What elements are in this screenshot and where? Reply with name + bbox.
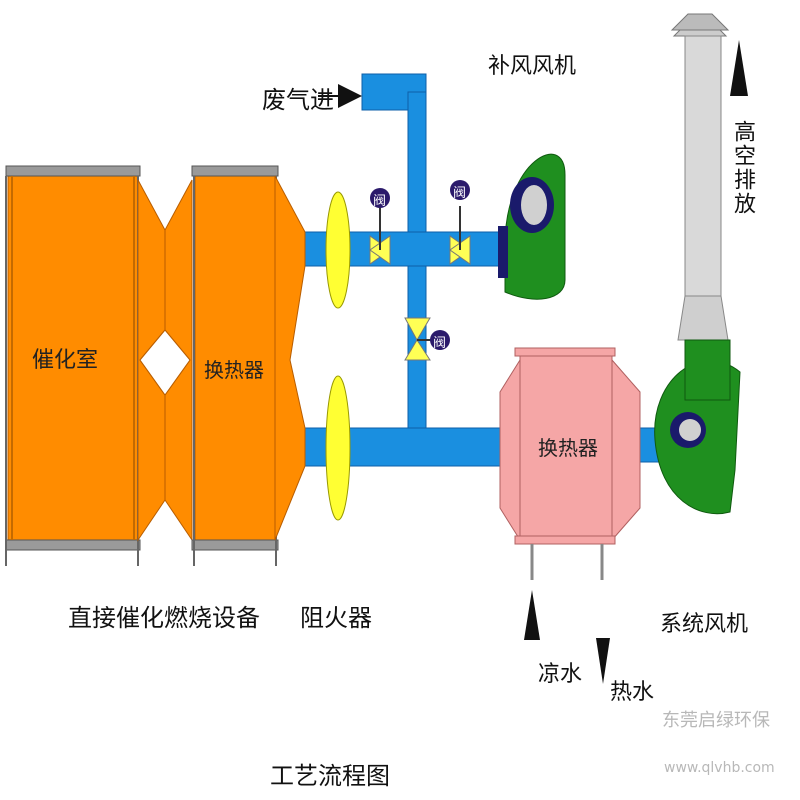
flame-arrester-label: 阻火器 xyxy=(300,604,372,632)
heat-exchanger-right-label: 换热器 xyxy=(538,436,598,460)
catalytic-chamber xyxy=(5,165,141,566)
transition-section xyxy=(137,179,193,542)
high-altitude-label: 高空排放 xyxy=(730,120,755,216)
process-title: 工艺流程图 xyxy=(270,762,390,790)
valve-vertical-glyph: 阀 xyxy=(433,336,447,351)
system-fan xyxy=(654,339,741,515)
flame-arrester-upper xyxy=(325,191,351,309)
flame-arresters xyxy=(325,191,351,521)
system-fan-label: 系统风机 xyxy=(660,612,749,637)
heat-exchanger-left xyxy=(191,165,306,566)
catalytic-chamber-label: 催化室 xyxy=(32,348,99,373)
makeup-fan-label: 补风风机 xyxy=(488,54,577,79)
hot-water-arrow xyxy=(596,638,610,684)
exhaust-inlet-label: 废气进 xyxy=(262,86,334,114)
valve-right-glyph: 阀 xyxy=(453,186,467,201)
exhaust-stack xyxy=(670,13,730,341)
inlet-arrow xyxy=(338,84,362,108)
valve-right[interactable] xyxy=(449,180,471,265)
heat-exchanger-right xyxy=(499,347,641,580)
cold-water-label: 凉水 xyxy=(538,662,583,687)
watermark-company: 东莞启绿环保 xyxy=(662,710,770,731)
arrows xyxy=(318,40,748,684)
cold-water-arrow xyxy=(524,590,540,640)
flame-arrester-lower xyxy=(325,375,351,521)
heat-exchanger-left-label: 换热器 xyxy=(204,358,264,382)
makeup-fan xyxy=(498,153,566,300)
watermark-url: www.qlvhb.com xyxy=(664,760,775,776)
exhaust-up-arrow xyxy=(730,40,748,96)
valve-left-glyph: 阀 xyxy=(373,194,387,209)
valve-vertical[interactable] xyxy=(404,317,450,361)
hot-water-label: 热水 xyxy=(610,680,655,705)
valve-left[interactable] xyxy=(369,188,391,265)
direct-catalytic-label: 直接催化燃烧设备 xyxy=(68,604,260,632)
